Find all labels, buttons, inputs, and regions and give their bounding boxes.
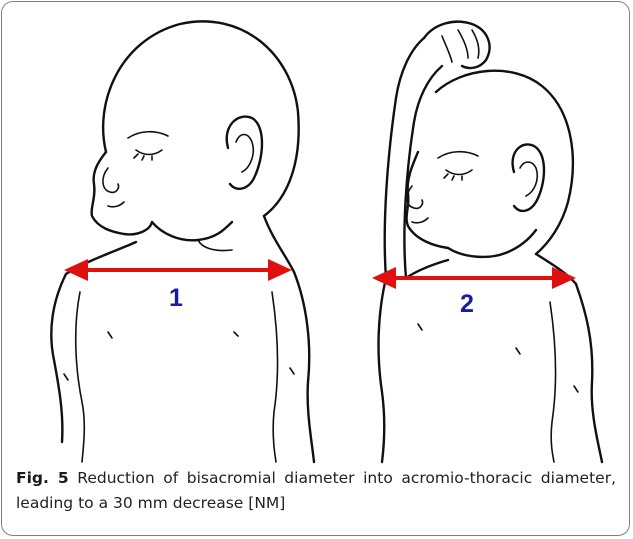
infant-right-drawing [379,22,602,462]
arrow-1 [64,259,292,281]
figure-caption-text: Reduction of bisacromial diameter into a… [16,469,616,512]
infant-left-drawing [51,21,314,462]
label-2: 2 [460,290,474,318]
arrow-1-head-left [64,259,88,281]
label-1: 1 [169,284,183,312]
infant-illustration: 1 [2,2,630,464]
figure-caption: Fig. 5 Reduction of bisacromial diameter… [16,466,616,516]
arrow-2-head-right [552,267,576,289]
figure-caption-label: Fig. 5 [16,469,69,487]
arrow-2 [372,267,576,289]
